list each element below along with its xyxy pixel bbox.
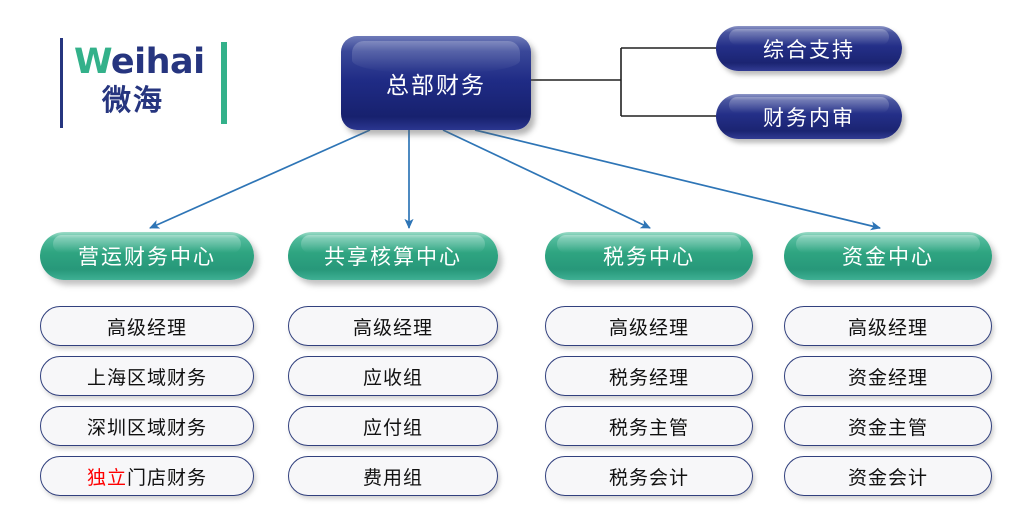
node-role-c4-r3[interactable]: 资金主管 [784,406,992,446]
node-role-c4-r1[interactable]: 高级经理 [784,306,992,346]
node-role-c1-r1-label: 高级经理 [106,317,187,339]
node-center-operations-finance[interactable]: 营运财务中心 [40,232,254,280]
node-role-c3-r4-label: 税务会计 [608,467,689,489]
node-role-c2-r4-label: 费用组 [362,467,423,489]
node-role-c3-r2-label: 税务经理 [608,367,689,389]
node-staff-financial-internal-audit[interactable]: 财务内审 [716,94,902,139]
node-role-c3-r1[interactable]: 高级经理 [545,306,753,346]
logo-text-remainder: eihai [110,42,205,82]
node-role-c4-r4[interactable]: 资金会计 [784,456,992,496]
logo-text-chinese: 微海 [102,85,165,117]
node-center-treasury-label: 资金中心 [842,246,934,269]
role-label-rest: 门店财务 [127,467,208,489]
logo-accent-bar-right [221,42,227,124]
company-logo: Weihai 微海 [60,36,232,130]
arrows-root-to-centers [149,129,881,231]
node-center-operations-finance-label: 营运财务中心 [78,246,216,269]
node-center-tax-label: 税务中心 [603,246,695,269]
node-role-c4-r2-label: 资金经理 [847,367,928,389]
node-role-c2-r2[interactable]: 应收组 [288,356,498,396]
node-role-c4-r1-label: 高级经理 [847,317,928,339]
role-label-highlight: 独立 [86,467,127,489]
arrow-to-center-4 [474,129,881,231]
node-center-shared-accounting-label: 共享核算中心 [324,246,462,269]
node-role-c4-r3-label: 资金主管 [847,417,928,439]
node-role-c1-r4-label: 独立门店财务 [87,463,207,490]
node-role-c3-r2[interactable]: 税务经理 [545,356,753,396]
node-role-c1-r1[interactable]: 高级经理 [40,306,254,346]
node-center-tax[interactable]: 税务中心 [545,232,753,280]
node-role-c1-r3[interactable]: 深圳区域财务 [40,406,254,446]
logo-text-english: Weihai [74,42,205,82]
node-headquarters-finance-label: 总部财务 [386,72,486,98]
node-role-c3-r3-label: 税务主管 [608,417,689,439]
node-role-c3-r3[interactable]: 税务主管 [545,406,753,446]
node-center-shared-accounting[interactable]: 共享核算中心 [288,232,498,280]
node-role-c4-r2[interactable]: 资金经理 [784,356,992,396]
node-role-c1-r4[interactable]: 独立门店财务 [40,456,254,496]
node-role-c3-r4[interactable]: 税务会计 [545,456,753,496]
node-role-c4-r4-label: 资金会计 [847,467,928,489]
arrow-to-center-3 [442,129,651,229]
arrow-to-center-1 [149,129,371,229]
node-role-c2-r3-label: 应付组 [362,417,423,439]
logo-accent-bar-left [60,38,63,128]
node-role-c2-r4[interactable]: 费用组 [288,456,498,496]
node-role-c2-r1-label: 高级经理 [352,317,433,339]
node-staff-comprehensive-support-label: 综合支持 [763,38,855,62]
node-staff-comprehensive-support[interactable]: 综合支持 [716,26,902,71]
node-role-c1-r2[interactable]: 上海区域财务 [40,356,254,396]
node-role-c1-r2-label: 上海区域财务 [86,367,207,389]
node-role-c1-r3-label: 深圳区域财务 [86,417,207,439]
node-center-treasury[interactable]: 资金中心 [784,232,992,280]
node-headquarters-finance[interactable]: 总部财务 [341,36,531,130]
node-role-c2-r3[interactable]: 应付组 [288,406,498,446]
bracket-root-to-staff [531,47,716,117]
node-role-c2-r1[interactable]: 高级经理 [288,306,498,346]
logo-initial-letter: W [74,42,111,82]
node-role-c2-r2-label: 应收组 [362,367,423,389]
node-role-c3-r1-label: 高级经理 [608,317,689,339]
node-staff-financial-internal-audit-label: 财务内审 [763,106,855,130]
